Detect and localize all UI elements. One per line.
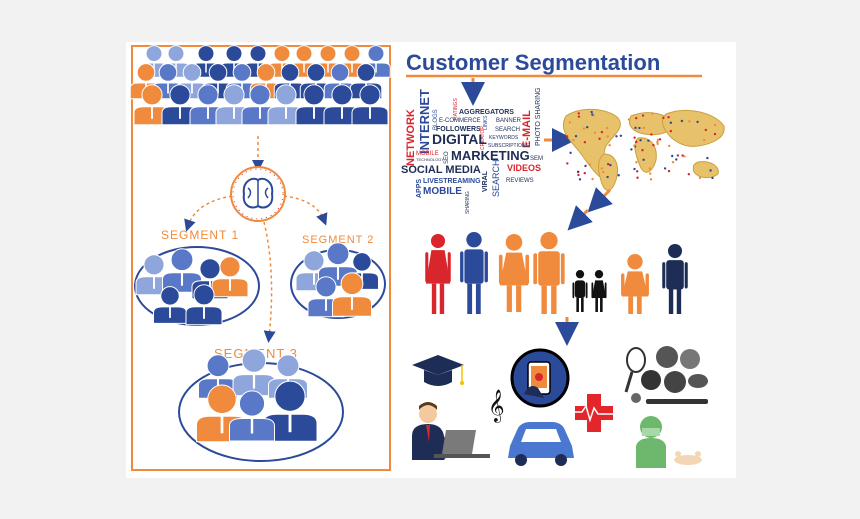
graduation-cap-icon (412, 355, 464, 386)
person-icon (332, 272, 372, 317)
customer-crowd (129, 45, 391, 126)
person-icon (133, 84, 171, 126)
word-search-small: SEARCH (495, 127, 520, 133)
word-aggregators: AGGREGATORS (459, 109, 514, 116)
word-followers: FOLLOWERS (436, 126, 481, 133)
word-seo: SEO (444, 151, 450, 164)
word-links: LINKS (483, 115, 489, 130)
demographic-figures (425, 232, 688, 314)
word-creator: CREATOR (480, 126, 486, 150)
word-livestreaming: LIVESTREAMING (423, 178, 481, 185)
word-marketing: MARKETING (451, 148, 530, 163)
segment-2-label: SEGMENT 2 (302, 234, 374, 246)
word-apps: APPS (416, 179, 423, 198)
grandmother-figure (621, 254, 649, 314)
person-icon (211, 256, 249, 298)
word-videos: VIDEOS (507, 163, 541, 173)
person-icon (295, 84, 333, 126)
boy-figure (572, 270, 588, 312)
word-blogs: BLOGS (433, 109, 439, 130)
word-internet: INTERNET (417, 89, 432, 154)
smartphone-icon (510, 348, 570, 408)
car-icon (508, 422, 574, 466)
businessman-laptop-icon (412, 402, 490, 460)
person-icon (232, 348, 276, 397)
brain-to-segment3-arrow (263, 221, 276, 343)
music-note-icon: 𝄞 (488, 390, 505, 423)
word-mobile-big: MOBILE (423, 186, 462, 197)
word-technology: TECHNOLOGY (416, 157, 444, 162)
map-to-family-arrow-2 (567, 205, 593, 231)
word-ecommerce: E-COMMERCE (439, 118, 481, 124)
word-sem: SEM (530, 156, 543, 162)
brain-to-segment1-arrow (184, 195, 233, 232)
word-network: NETWORK (405, 109, 417, 166)
woman-figure (425, 234, 451, 314)
grandfather-figure (662, 244, 688, 314)
word-mobile-small: MOBILE (416, 151, 439, 157)
word-subscriptions: SUBSCRIPTIONS (488, 143, 530, 149)
segment-1-label: SEGMENT 1 (161, 228, 239, 242)
segmentation-infographic: SEGMENT 1 SEGMENT 2 SEGMENT 3 Customer S… (126, 42, 736, 478)
word-viral: VIRAL (482, 170, 489, 192)
person-icon (161, 84, 199, 126)
word-sharing: SHARING (465, 191, 471, 214)
man-figure (460, 232, 488, 314)
father-figure (533, 232, 565, 314)
word-email: E-MAIL (521, 110, 533, 148)
world-map-icon (562, 109, 725, 191)
medical-cross-icon (573, 394, 615, 432)
marketing-word-cloud: NETWORK INTERNET BLOGS RATINGS AGGREGATO… (401, 87, 543, 214)
word-keywords: KEYWORDS (489, 135, 519, 141)
word-ratings: RATINGS (453, 97, 459, 120)
girl-figure (591, 270, 607, 312)
sports-balls-icon (624, 346, 708, 404)
mother-figure (498, 234, 530, 312)
person-icon (262, 380, 318, 442)
word-search-vertical: SEARCH (491, 159, 501, 197)
map-to-family-arrow (587, 187, 613, 213)
word-photo-sharing: PHOTO SHARING (535, 87, 542, 146)
surgeon-icon (636, 416, 702, 468)
word-banner: BANNER (496, 118, 522, 124)
person-icon (185, 284, 223, 326)
person-icon (229, 390, 275, 442)
segment-people (135, 242, 379, 443)
person-icon (323, 84, 361, 126)
word-digital: DIGITAL (432, 131, 487, 147)
person-icon (351, 84, 389, 126)
page-title: Customer Segmentation (406, 50, 660, 75)
brain-icon (230, 166, 286, 222)
word-social-media: SOCIAL MEDIA (401, 164, 481, 176)
word-reviews: REVIEWS (506, 178, 534, 184)
